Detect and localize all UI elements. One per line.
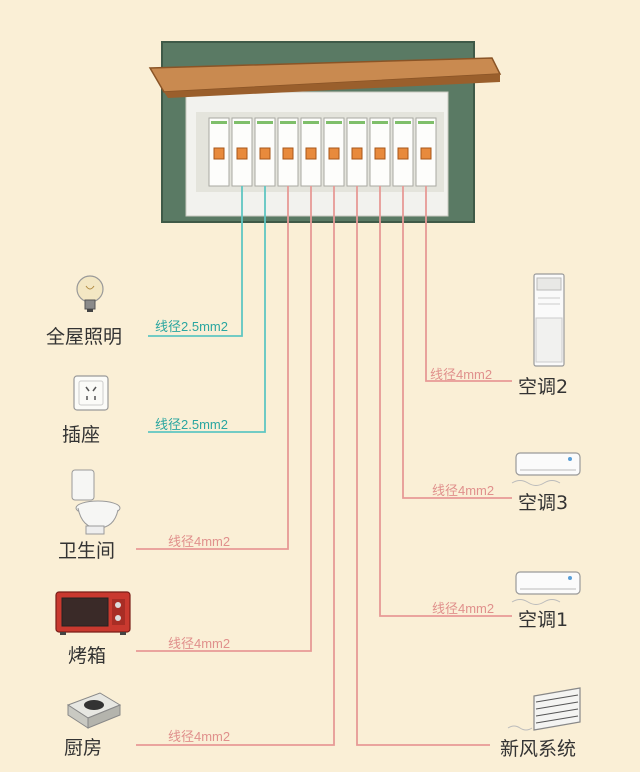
wire-label-oven: 线径4mm2 — [168, 636, 231, 651]
wire-socket — [148, 186, 266, 433]
wire-label-lighting: 线径2.5mm2 — [155, 319, 228, 334]
light-bulb-icon — [76, 275, 104, 312]
wire-label-ac-1: 线径4mm2 — [432, 601, 495, 616]
circuit-name-ac-1: 空调1 — [518, 609, 569, 631]
wire-ac-1 — [379, 186, 512, 617]
circuit-name-ac-3: 空调3 — [518, 492, 569, 514]
breaker-switch — [392, 117, 414, 187]
wire-ac-2 — [425, 186, 512, 382]
breaker-switch — [231, 117, 253, 187]
wire-fresh-air — [356, 186, 490, 746]
circuit-name-lighting: 全屋照明 — [46, 326, 123, 348]
wire-bathroom — [136, 186, 289, 550]
fresh-air-vent-icon — [507, 687, 581, 731]
toilet-icon — [71, 469, 121, 535]
wire-kitchen — [136, 186, 335, 746]
gas-stove-icon — [66, 692, 122, 729]
circuit-name-fresh-air: 新风系统 — [500, 738, 577, 760]
breaker-switch — [415, 117, 437, 187]
wall-socket-icon — [73, 375, 109, 411]
wire-label-ac-2: 线径4mm2 — [430, 367, 493, 382]
wire-label-socket: 线径2.5mm2 — [155, 417, 228, 432]
circuit-name-ac-2: 空调2 — [518, 376, 569, 398]
oven-icon — [55, 591, 131, 635]
circuit-name-kitchen: 厨房 — [64, 737, 103, 759]
wire-label-kitchen: 线径4mm2 — [168, 729, 231, 744]
breaker-switch — [369, 117, 391, 187]
breaker-switch — [346, 117, 368, 187]
circuit-name-oven: 烤箱 — [68, 645, 107, 667]
wall-ac-icon — [511, 571, 581, 605]
breaker-switch — [300, 117, 322, 187]
breaker-switch — [254, 117, 276, 187]
circuit-name-bathroom: 卫生间 — [58, 540, 116, 562]
wire-ac-3 — [402, 186, 512, 499]
breaker-switch — [208, 117, 230, 187]
breaker-switch — [323, 117, 345, 187]
wire-label-bathroom: 线径4mm2 — [168, 534, 231, 549]
breaker-switch — [277, 117, 299, 187]
floor-ac-icon — [533, 273, 565, 367]
wire-oven — [136, 186, 312, 652]
wall-ac-icon — [511, 452, 581, 486]
circuit-name-socket: 插座 — [62, 424, 101, 446]
wire-label-ac-3: 线径4mm2 — [432, 483, 495, 498]
wire-lighting — [148, 186, 243, 337]
